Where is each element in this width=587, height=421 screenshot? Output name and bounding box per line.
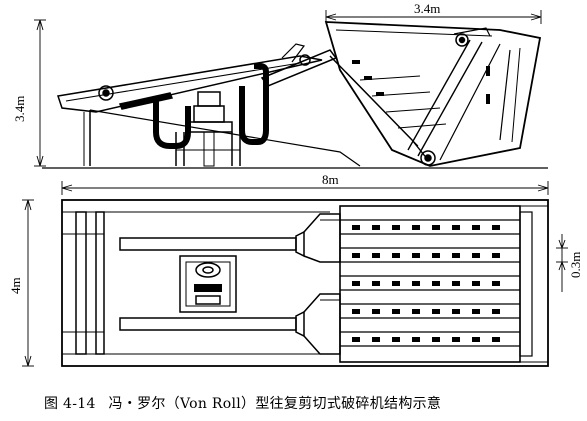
side-width-label: 3.4m: [414, 1, 440, 16]
side-height-label: 3.4m: [12, 96, 27, 122]
plan-spacing-label: 0.3m: [568, 252, 583, 278]
plan-length-label: 8m: [322, 172, 339, 187]
figure-title: 冯・罗尔（Von Roll）型往复剪切式破碎机结构示意: [108, 396, 442, 412]
plan-view: [22, 181, 568, 367]
plan-width-label: 4m: [8, 277, 23, 294]
frame-outline: [61, 199, 549, 367]
figure-caption: 图 4-14 冯・罗尔（Von Roll）型往复剪切式破碎机结构示意: [44, 393, 564, 413]
side-view: [34, 10, 548, 169]
figure-number: 图 4-14: [44, 396, 96, 412]
